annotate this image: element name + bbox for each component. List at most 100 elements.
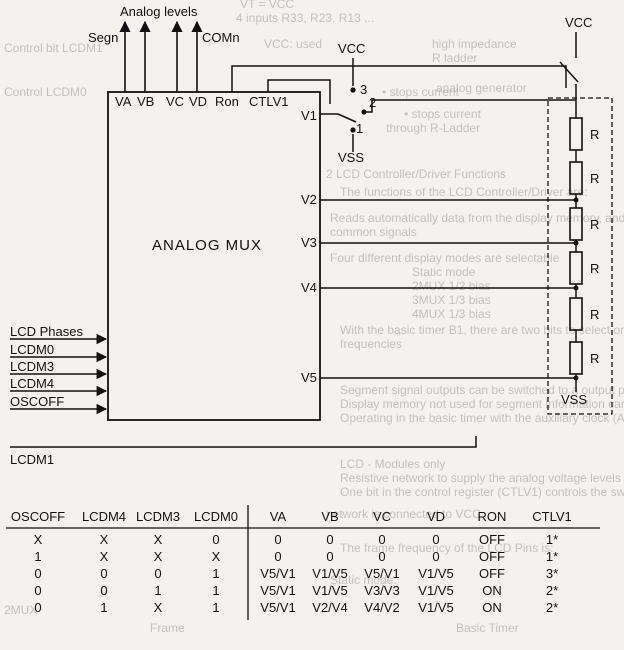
table-cell: 2* bbox=[546, 583, 558, 598]
table-header-3: LCDM0 bbox=[194, 509, 238, 524]
background-text-22: Segment signal outputs can be switched t… bbox=[340, 383, 624, 397]
background-text-2: Control bit LCDM1 bbox=[4, 41, 103, 55]
table-cell: 0 bbox=[326, 549, 333, 564]
table-cell: X bbox=[154, 549, 163, 564]
background-text-20: With the basic timer B1, there are two b… bbox=[340, 323, 624, 337]
ladder-node-4 bbox=[573, 375, 579, 381]
background-text-15: Four different display modes are selecta… bbox=[330, 251, 560, 265]
background-text-13: Reads automatically data from the displa… bbox=[330, 211, 624, 225]
table-cell: X bbox=[100, 549, 109, 564]
table-cell: V1/V5 bbox=[418, 566, 453, 581]
table-header-5: VB bbox=[321, 509, 338, 524]
table-cell: 0 bbox=[100, 566, 107, 581]
input-label-0: LCD Phases bbox=[10, 324, 83, 339]
table-cell: V5/V1 bbox=[260, 566, 295, 581]
pin-ctlv1: CTLV1 bbox=[249, 94, 289, 109]
table-cell: 1* bbox=[546, 532, 558, 547]
background-text-27: One bit in the control register (CTLV1) … bbox=[340, 485, 624, 499]
switch-contact-2 bbox=[361, 109, 367, 115]
background-text-32: Frame bbox=[150, 621, 185, 635]
background-text-26: Resistive network to supply the analog v… bbox=[340, 471, 624, 485]
pin-v2: V2 bbox=[301, 192, 317, 207]
switch-pos1-label: 1 bbox=[356, 121, 363, 136]
lcdm1-label: LCDM1 bbox=[10, 452, 54, 467]
output-arrows bbox=[119, 20, 203, 92]
background-text-29: The frame frequency of the LCD Pins is: bbox=[340, 541, 553, 555]
resistor-label-6: R bbox=[590, 351, 599, 366]
input-label-3: LCDM4 bbox=[10, 376, 54, 391]
pin-v4: V4 bbox=[301, 280, 317, 295]
table-cell: 1* bbox=[546, 549, 558, 564]
analog-levels-label: Analog levels bbox=[120, 4, 198, 19]
table-cell: 0 bbox=[378, 549, 385, 564]
table-cell: V4/V2 bbox=[364, 600, 399, 615]
background-text-4: • stops current bbox=[382, 85, 460, 99]
background-text-16: Static mode bbox=[412, 265, 476, 279]
table-cell: V5/V1 bbox=[260, 583, 295, 598]
ctlv1-wire bbox=[267, 79, 331, 104]
switch-blade bbox=[337, 113, 357, 123]
table-header-8: RON bbox=[478, 509, 507, 524]
pin-v3: V3 bbox=[301, 235, 317, 250]
table-cell: 1 bbox=[154, 583, 161, 598]
table-cell: X bbox=[34, 532, 43, 547]
analog-mux-title: ANALOG MUX bbox=[152, 237, 262, 254]
segn-label: Segn bbox=[88, 30, 118, 45]
table-cell: 0 bbox=[34, 566, 41, 581]
switch-contact-1 bbox=[350, 127, 356, 133]
background-text-6: high impedance bbox=[432, 37, 517, 51]
switch-pos2-label: 2 bbox=[369, 95, 376, 110]
pin-ron: Ron bbox=[215, 94, 239, 109]
resistor-label-2: R bbox=[590, 171, 599, 186]
background-text-24: Operating in the basic timer with the au… bbox=[340, 411, 624, 425]
background-text-12: The functions of the LCD Controller/Driv… bbox=[340, 185, 587, 199]
pin-vc: VC bbox=[166, 94, 184, 109]
ladder-node-3 bbox=[573, 285, 579, 291]
table-cell: 0 bbox=[274, 532, 281, 547]
table-cell: 0 bbox=[34, 583, 41, 598]
resistor-6 bbox=[569, 341, 583, 375]
table-cell: 0 bbox=[378, 532, 385, 547]
table-cell: 0 bbox=[326, 532, 333, 547]
table-header-9: CTLV1 bbox=[532, 509, 572, 524]
switch-contact-3 bbox=[350, 87, 356, 93]
table-cell: OFF bbox=[479, 549, 505, 564]
table-cell: 0 bbox=[34, 600, 41, 615]
table-cell: 0 bbox=[432, 549, 439, 564]
table-header-7: VD bbox=[427, 509, 445, 524]
comn-label: COMn bbox=[202, 30, 240, 45]
pin-vd: VD bbox=[189, 94, 207, 109]
table-cell: V1/V5 bbox=[312, 566, 347, 581]
table-cell: 0 bbox=[432, 532, 439, 547]
switch-vss-label: VSS bbox=[338, 150, 364, 165]
table-cell: OFF bbox=[479, 566, 505, 581]
analog-mux-box bbox=[107, 91, 321, 421]
background-text-31: 2MUX bbox=[4, 603, 37, 617]
ladder-node-2 bbox=[573, 240, 579, 246]
table-header-1: LCDM4 bbox=[82, 509, 126, 524]
background-text-7: R ladder bbox=[432, 51, 477, 65]
background-text-0: VT = VCC bbox=[240, 0, 294, 11]
table-cell: X bbox=[154, 600, 163, 615]
table-cell: V1/V5 bbox=[418, 583, 453, 598]
background-text-25: LCD - Modules only bbox=[340, 457, 445, 471]
switch-pos3-label: 3 bbox=[360, 82, 367, 97]
table-header-2: LCDM3 bbox=[136, 509, 180, 524]
background-text-19: 4MUX 1/3 bias bbox=[412, 307, 491, 321]
background-text-23: Display memory not used for segment info… bbox=[340, 397, 624, 411]
ladder-switch-blade bbox=[559, 61, 579, 83]
background-text-11: 2 LCD Controller/Driver Functions bbox=[326, 167, 506, 181]
lcdm1-wire bbox=[10, 436, 477, 448]
table-cell: 2* bbox=[546, 600, 558, 615]
ladder-dashed-box bbox=[547, 97, 613, 415]
table-cell: X bbox=[212, 549, 221, 564]
pin-v1: V1 bbox=[301, 108, 317, 123]
background-text-10: through R-Ladder bbox=[386, 121, 480, 135]
table-cell: OFF bbox=[479, 532, 505, 547]
resistor-label-5: R bbox=[590, 307, 599, 322]
